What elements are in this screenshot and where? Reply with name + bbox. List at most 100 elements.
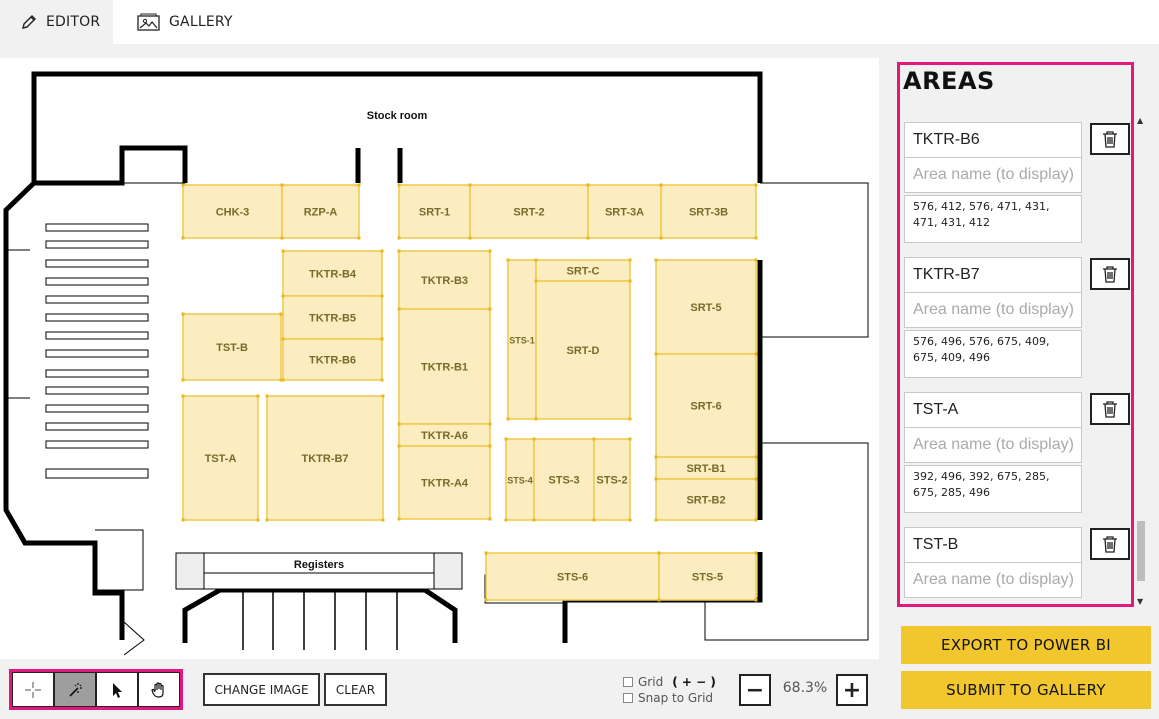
area-vertex-handle[interactable] [506,417,510,421]
area-vertex-handle[interactable] [628,437,632,441]
area-vertex-handle[interactable] [265,518,269,522]
area-vertex-handle[interactable] [279,312,283,316]
hand-tool-button[interactable] [138,672,180,707]
area-polygon[interactable]: STS-1 [506,258,538,421]
area-vertex-handle[interactable] [534,258,538,262]
area-polygon[interactable]: TKTR-A4 [397,444,492,521]
area-vertex-handle[interactable] [586,236,590,240]
area-polygon[interactable]: RZP-A [280,183,361,240]
area-vertex-handle[interactable] [754,183,758,187]
area-vertex-handle[interactable] [532,518,536,522]
area-name-input[interactable] [904,257,1082,293]
area-vertex-handle[interactable] [380,249,384,253]
area-vertex-handle[interactable] [468,236,472,240]
export-to-power-bi-button[interactable]: EXPORT TO POWER BI [901,626,1151,664]
area-coordinates-textarea[interactable]: 576, 496, 576, 675, 409, 675, 409, 496 [904,330,1082,378]
area-vertex-handle[interactable] [754,455,758,459]
area-shape[interactable] [655,478,757,521]
area-shape[interactable] [282,250,383,297]
area-polygon[interactable]: TKTR-B6 [281,337,384,382]
area-vertex-handle[interactable] [397,307,401,311]
area-vertex-handle[interactable] [654,477,658,481]
area-vertex-handle[interactable] [754,551,758,555]
area-shape[interactable] [282,338,383,381]
area-shape[interactable] [182,184,283,239]
area-shape[interactable] [182,395,259,521]
tab-gallery[interactable]: GALLERY [113,0,253,44]
area-vertex-handle[interactable] [628,258,632,262]
area-vertex-handle[interactable] [397,444,401,448]
area-shape[interactable] [469,184,589,239]
area-polygon[interactable]: SRT-5 [654,258,758,356]
area-shape[interactable] [660,184,757,239]
area-vertex-handle[interactable] [754,598,758,602]
area-polygon[interactable]: SRT-B1 [654,455,758,481]
area-vertex-handle[interactable] [181,378,185,382]
area-vertex-handle[interactable] [488,307,492,311]
area-vertex-handle[interactable] [484,551,488,555]
area-vertex-handle[interactable] [281,249,285,253]
area-vertex-handle[interactable] [657,598,661,602]
area-vertex-handle[interactable] [181,312,185,316]
area-coordinates-textarea[interactable]: 576, 412, 576, 471, 431, 471, 431, 412 [904,195,1082,243]
area-polygon[interactable]: TST-A [181,394,260,522]
crosshair-tool-button[interactable] [12,672,54,707]
area-vertex-handle[interactable] [397,236,401,240]
area-vertex-handle[interactable] [504,518,508,522]
area-shape[interactable] [266,395,384,521]
delete-area-button[interactable] [1090,123,1130,155]
area-polygon[interactable]: TKTR-A6 [397,422,492,448]
area-vertex-handle[interactable] [488,444,492,448]
area-shape[interactable] [282,295,383,340]
area-vertex-handle[interactable] [397,422,401,426]
area-display-name-input[interactable] [904,292,1082,328]
area-shape[interactable] [535,280,631,420]
pointer-tool-button[interactable] [96,672,138,707]
area-vertex-handle[interactable] [754,477,758,481]
area-polygon[interactable]: STS-3 [532,437,596,522]
delete-area-button[interactable] [1090,393,1130,425]
area-vertex-handle[interactable] [181,394,185,398]
area-vertex-handle[interactable] [357,183,361,187]
area-vertex-handle[interactable] [281,294,285,298]
area-vertex-handle[interactable] [657,551,661,555]
area-vertex-handle[interactable] [659,236,663,240]
area-polygon[interactable]: STS-4 [504,437,536,522]
area-polygon[interactable]: SRT-B2 [654,477,758,522]
area-vertex-handle[interactable] [380,294,384,298]
area-vertex-handle[interactable] [279,378,283,382]
area-polygon[interactable]: STS-6 [484,551,661,602]
area-vertex-handle[interactable] [654,352,658,356]
area-vertex-handle[interactable] [754,236,758,240]
area-shape[interactable] [398,445,491,520]
area-polygon[interactable]: SRT-6 [654,352,758,459]
area-vertex-handle[interactable] [504,437,508,441]
area-polygon[interactable]: TKTR-B3 [397,249,492,311]
area-vertex-handle[interactable] [381,394,385,398]
scroll-up-arrow-icon[interactable]: ▲ [1137,116,1144,125]
area-vertex-handle[interactable] [181,183,185,187]
area-vertex-handle[interactable] [397,249,401,253]
area-vertex-handle[interactable] [754,352,758,356]
area-vertex-handle[interactable] [280,183,284,187]
clear-button[interactable]: CLEAR [324,673,387,706]
area-name-input[interactable] [904,122,1082,158]
area-vertex-handle[interactable] [628,417,632,421]
area-polygon[interactable]: TKTR-B4 [281,249,384,298]
area-name-input[interactable] [904,527,1082,563]
area-shape[interactable] [658,552,757,601]
area-shape[interactable] [533,438,595,521]
area-vertex-handle[interactable] [592,518,596,522]
area-vertex-handle[interactable] [532,437,536,441]
area-vertex-handle[interactable] [484,598,488,602]
area-polygon[interactable]: SRT-D [534,279,632,421]
area-vertex-handle[interactable] [488,422,492,426]
area-polygon[interactable]: TST-B [181,312,283,382]
areas-scrollbar[interactable]: ▲ ▼ [1134,116,1148,606]
area-display-name-input[interactable] [904,157,1082,193]
grid-decrease-button[interactable]: − [696,675,711,689]
area-vertex-handle[interactable] [534,417,538,421]
area-vertex-handle[interactable] [281,378,285,382]
grid-increase-button[interactable]: + [677,675,697,689]
